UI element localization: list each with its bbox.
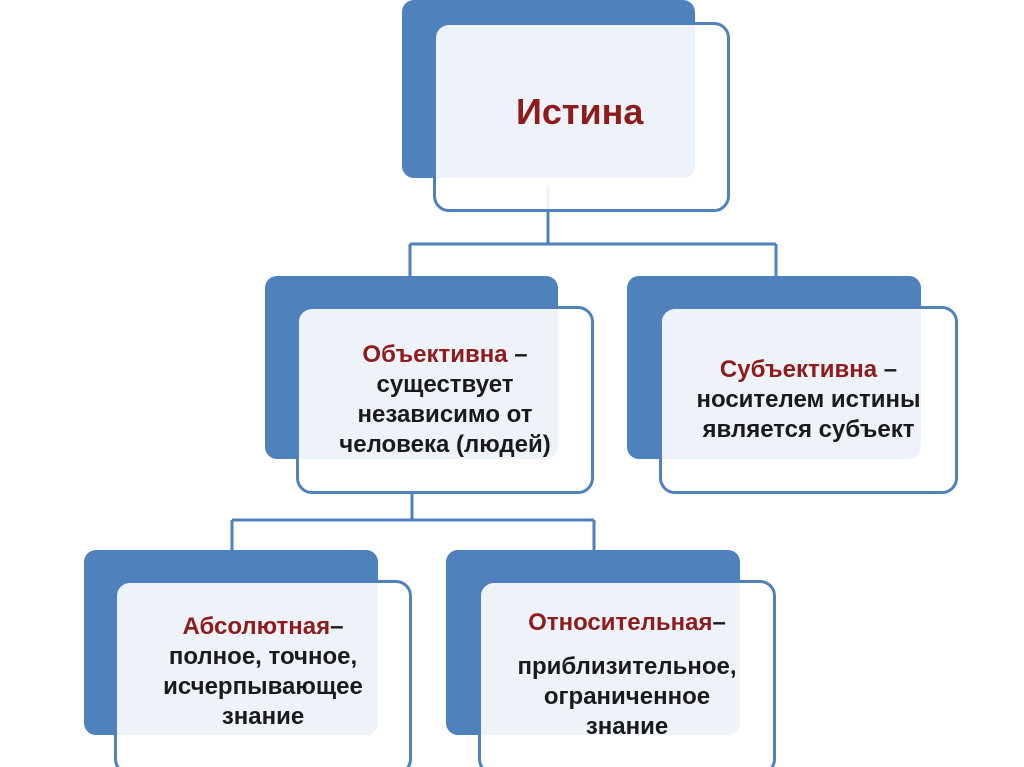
absolute-dash: – [330,612,344,640]
objective-term: Объективна [362,341,508,368]
subjective-heading: Субъективна – [720,355,897,385]
relative-line-1: приблизительное, [517,652,737,680]
objective-line-3: человека (людей) [339,431,551,458]
subjective-dash: – [877,356,898,383]
absolute-line-2: исчерпывающее [163,672,363,700]
subjective-line-1: носителем истины [696,386,921,413]
relative-line-3: знание [585,712,669,740]
absolute-line-3: знание [221,702,305,730]
relative-line-2: ограниченное [543,682,711,710]
objective-line-2: независимо от [357,401,533,428]
absolute-line-1: полное, точное, [168,642,358,670]
relative-dash: – [712,608,726,636]
relative-heading: Относительная– [528,608,726,638]
absolute-term: Абсолютная [182,612,331,640]
absolute-heading: Абсолютная– [182,612,343,642]
absolute-node-box: Абсолютная– полное, точное, исчерпывающе… [114,580,412,767]
objective-heading: Объективна – [362,340,527,370]
objective-node-box: Объективна – существует независимо от че… [296,306,594,494]
objective-line-1: существует [376,371,514,398]
relative-node-box: Относительная– приблизительное, ограниче… [478,580,776,767]
subjective-line-2: является субъект [702,416,915,443]
subjective-term: Субъективна [719,356,878,383]
root-title: Истина [516,91,644,132]
root-node-box: Истина [433,22,730,212]
subjective-node-box: Субъективна – носителем истины является … [659,306,958,494]
relative-term: Относительная [528,608,713,636]
objective-dash: – [507,341,528,368]
